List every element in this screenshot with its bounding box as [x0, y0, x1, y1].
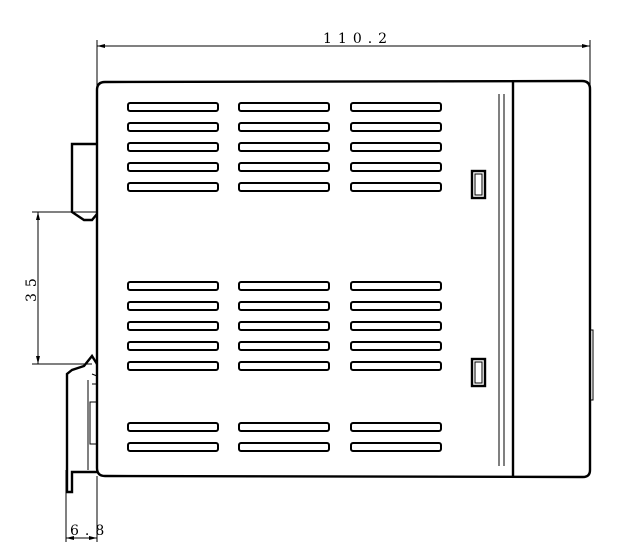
connector-window-bottom: [470, 357, 487, 388]
vent-slot: [238, 162, 330, 172]
vent-slot: [350, 122, 442, 132]
connector-window-top: [470, 169, 487, 200]
top-rail-clip: [70, 142, 98, 222]
vent-slot: [350, 361, 442, 371]
vent-slot: [127, 341, 219, 351]
vent-slot: [238, 321, 330, 331]
vent-slot: [127, 301, 219, 311]
vent-slot: [127, 422, 219, 432]
vent-slot: [238, 361, 330, 371]
vent-slot: [350, 142, 442, 152]
vent-slot: [238, 301, 330, 311]
vent-slot: [350, 102, 442, 112]
vent-slot: [127, 122, 219, 132]
ventilation-slots: [127, 102, 442, 452]
device-body: [95, 79, 594, 479]
vent-slot: [350, 321, 442, 331]
vent-slot: [350, 182, 442, 192]
vent-slot: [238, 341, 330, 351]
vent-slot: [238, 182, 330, 192]
vent-slot: [350, 341, 442, 351]
vent-slot: [238, 442, 330, 452]
dimension-height: 35: [24, 211, 96, 365]
vent-slot: [350, 301, 442, 311]
vent-slot: [350, 281, 442, 291]
vent-slot: [127, 442, 219, 452]
dimension-width: 110.2: [96, 31, 591, 86]
vent-slot: [127, 162, 219, 172]
vent-slot: [127, 281, 219, 291]
vent-slot: [238, 422, 330, 432]
vent-slot: [127, 361, 219, 371]
height-dimension-label: 35: [24, 272, 40, 302]
vent-slot: [238, 102, 330, 112]
vent-slot: [238, 142, 330, 152]
vent-slot: [238, 122, 330, 132]
vent-slot: [127, 321, 219, 331]
width-dimension-label: 110.2: [323, 31, 393, 47]
vent-slot: [127, 142, 219, 152]
vent-slot: [350, 162, 442, 172]
vent-slot: [127, 182, 219, 192]
vent-slot: [127, 102, 219, 112]
bottom-rail-latch: [65, 353, 99, 494]
rail-dimension-label: 6.8: [70, 523, 110, 539]
vent-slot: [238, 281, 330, 291]
vent-slot: [350, 422, 442, 432]
vent-slot: [350, 442, 442, 452]
